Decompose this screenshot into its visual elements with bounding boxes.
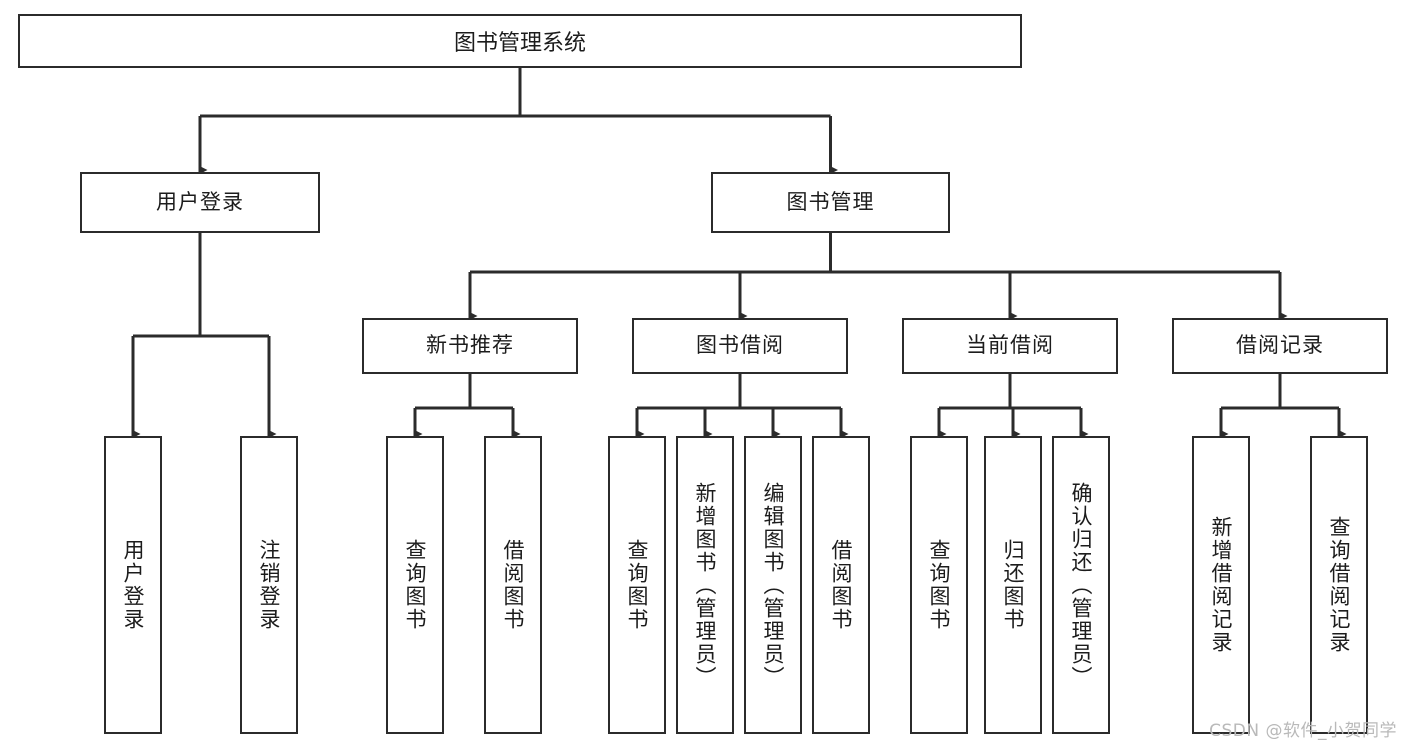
node-label: 编辑图书（管理员） [761,481,786,689]
node-root[interactable]: 图书管理系统 [18,14,1022,68]
node-label: 借阅图书 [501,539,526,631]
node-leaf-return-book[interactable]: 归还图书 [984,436,1042,734]
node-label: 借阅记录 [1236,333,1324,358]
node-label: 查询图书 [927,539,952,631]
node-label: 查询图书 [403,539,428,631]
node-label: 新增图书（管理员） [693,481,718,689]
node-leaf-add-book[interactable]: 新增图书（管理员） [676,436,734,734]
node-leaf-logout[interactable]: 注销登录 [240,436,298,734]
node-user-login[interactable]: 用户登录 [80,172,320,233]
node-label: 图书管理 [786,189,875,214]
watermark-text: CSDN @软件_小贺同学 [1209,721,1397,741]
node-label: 查询借阅记录 [1327,516,1352,654]
node-label: 图书借阅 [696,333,784,358]
node-leaf-query-book-1[interactable]: 查询图书 [386,436,444,734]
node-leaf-confirm-return[interactable]: 确认归还（管理员） [1052,436,1110,734]
node-new-book-rec[interactable]: 新书推荐 [362,318,578,374]
node-label: 用户登录 [121,539,146,631]
node-leaf-query-record[interactable]: 查询借阅记录 [1310,436,1368,734]
node-label: 用户登录 [156,189,244,214]
node-leaf-add-record[interactable]: 新增借阅记录 [1192,436,1250,734]
node-label: 归还图书 [1001,539,1026,631]
node-leaf-query-book-2[interactable]: 查询图书 [608,436,666,734]
node-borrow-record[interactable]: 借阅记录 [1172,318,1388,374]
node-book-manage[interactable]: 图书管理 [711,172,950,233]
node-leaf-query-book-3[interactable]: 查询图书 [910,436,968,734]
node-label: 注销登录 [257,539,282,631]
node-label: 查询图书 [625,539,650,631]
node-label: 图书管理系统 [453,31,586,56]
node-leaf-user-login[interactable]: 用户登录 [104,436,162,734]
node-label: 新书推荐 [426,333,514,358]
node-leaf-borrow-book-2[interactable]: 借阅图书 [812,436,870,734]
node-label: 当前借阅 [966,333,1054,358]
node-leaf-borrow-book-1[interactable]: 借阅图书 [484,436,542,734]
node-book-borrow[interactable]: 图书借阅 [632,318,848,374]
node-label: 确认归还（管理员） [1069,481,1094,689]
node-label: 新增借阅记录 [1209,516,1234,654]
node-label: 借阅图书 [829,539,854,631]
node-current-borrow[interactable]: 当前借阅 [902,318,1118,374]
node-leaf-edit-book[interactable]: 编辑图书（管理员） [744,436,802,734]
